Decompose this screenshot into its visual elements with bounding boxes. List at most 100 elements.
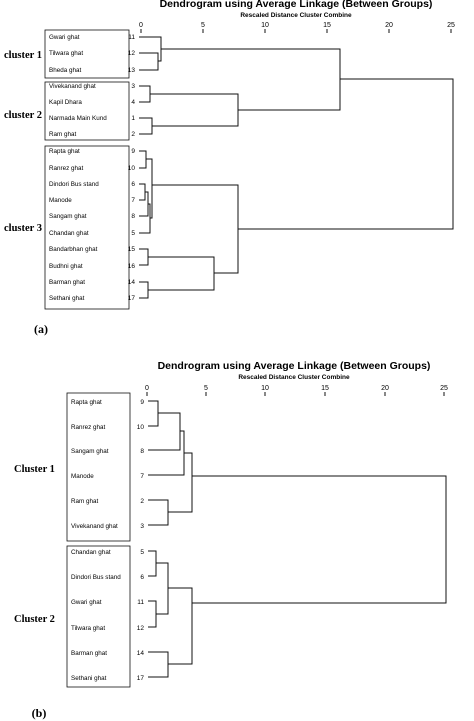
cluster-box — [66, 392, 131, 542]
leaf-label: Manode — [49, 197, 72, 204]
panel-a-leaves: Gwari ghat 11 Tilwara ghat 12 Bheda ghat… — [49, 34, 135, 302]
leaf-label: Narmada Main Kund — [49, 115, 107, 122]
leaf-label: Ram ghat — [49, 131, 77, 138]
tick-label: 15 — [323, 22, 331, 29]
leaf-id: 5 — [131, 230, 135, 237]
leaf-id: 10 — [137, 424, 145, 431]
leaf-id: 4 — [131, 99, 135, 106]
cluster-label: cluster 2 — [4, 110, 42, 121]
leaf-label: Ram ghat — [71, 498, 99, 505]
leaf-id: 14 — [128, 279, 136, 286]
cluster-box — [66, 545, 131, 688]
leaf-label: Kapil Dhara — [49, 99, 82, 106]
dendrogram-link — [168, 587, 193, 665]
leaf-id: 9 — [140, 399, 144, 406]
leaf-id: 6 — [140, 574, 144, 581]
leaf-id: 8 — [131, 213, 135, 220]
dendrogram-link — [148, 651, 169, 678]
leaf-label: Dindori Bus stand — [49, 181, 99, 188]
leaf-id: 11 — [128, 34, 135, 41]
leaf-label: Rapta ghat — [49, 148, 80, 155]
leaf-id: 14 — [137, 650, 145, 657]
panel-a-axis-ticks: 0 5 10 15 20 25 — [139, 22, 455, 33]
leaf-label: Sangam ghat — [71, 448, 109, 455]
dendrogram-link — [139, 191, 149, 217]
dendrogram-link — [148, 550, 157, 577]
leaf-label: Dindori Bus stand — [71, 574, 121, 581]
leaf-id: 11 — [137, 599, 144, 606]
dendrogram-link — [152, 184, 239, 274]
cluster-label: cluster 3 — [4, 223, 42, 234]
tick-label: 20 — [381, 385, 389, 392]
dendrogram-link — [148, 430, 185, 476]
leaf-id: 12 — [137, 625, 145, 632]
leaf-label: Rapta ghat — [71, 399, 102, 406]
leaf-label: Budhni ghat — [49, 263, 83, 270]
leaf-label: Sethani ghat — [49, 295, 85, 302]
leaf-id: 9 — [131, 148, 135, 155]
leaf-id: 3 — [140, 523, 144, 530]
leaf-label: Manode — [71, 473, 94, 480]
cluster-label: cluster 1 — [4, 50, 42, 61]
leaf-id: 13 — [128, 67, 136, 74]
cluster-label: Cluster 1 — [14, 464, 55, 475]
cluster-box — [44, 145, 130, 310]
leaf-id: 16 — [128, 263, 136, 270]
dendrogram-link — [148, 600, 157, 628]
panel-b-leaves: Rapta ghat 9 Ranrez ghat 10 Sangam ghat … — [71, 399, 144, 682]
leaf-id: 6 — [131, 181, 135, 188]
dendrogram-link — [238, 78, 454, 230]
panel-a-label: (a) — [34, 322, 48, 336]
leaf-id: 17 — [128, 295, 136, 302]
leaf-label: Barman ghat — [71, 650, 107, 657]
dendrogram-link — [146, 158, 153, 219]
dendrogram-link — [139, 281, 149, 299]
panel-a-links — [139, 36, 454, 299]
dendrogram-link — [148, 499, 169, 526]
leaf-label: Chandan ghat — [49, 230, 89, 237]
cluster-box — [44, 81, 130, 141]
leaf-label: Ranrez ghat — [49, 165, 84, 172]
leaf-label: Vivekanand ghat — [71, 523, 118, 530]
leaf-label: Tilwara ghat — [71, 625, 105, 632]
panel-b: Dendrogram using Average Linkage (Betwee… — [14, 360, 448, 720]
leaf-id: 17 — [137, 675, 145, 682]
leaf-id: 8 — [140, 448, 144, 455]
leaf-label: Barman ghat — [49, 279, 85, 286]
tick-label: 15 — [321, 385, 329, 392]
panel-a-subtitle: Rescaled Distance Cluster Combine — [240, 12, 352, 19]
leaf-id: 15 — [128, 246, 136, 253]
leaf-label: Sethani ghat — [71, 675, 107, 682]
tick-label: 5 — [201, 22, 205, 29]
leaf-label: Gwari ghat — [49, 34, 80, 41]
tick-label: 0 — [139, 22, 143, 29]
leaf-label: Bandarbhan ghat — [49, 246, 98, 253]
tick-label: 10 — [261, 22, 269, 29]
dendrogram-link — [148, 256, 215, 291]
tick-label: 20 — [385, 22, 393, 29]
panel-b-label: (b) — [32, 706, 47, 720]
dendrogram-link — [148, 400, 159, 427]
panel-b-subtitle: Rescaled Distance Cluster Combine — [238, 374, 350, 381]
leaf-id: 2 — [140, 498, 144, 505]
cluster-label: Cluster 2 — [14, 614, 55, 625]
dendrogram-link — [161, 48, 341, 111]
leaf-label: Vivekanand ghat — [49, 83, 96, 90]
tick-label: 10 — [261, 385, 269, 392]
leaf-label: Bheda ghat — [49, 67, 81, 74]
cluster-box — [44, 29, 130, 79]
panel-a-title: Dendrogram using Average Linkage (Betwee… — [160, 0, 433, 10]
dendrogram-link — [156, 562, 169, 615]
leaf-id: 1 — [131, 115, 135, 122]
leaf-label: Tilwara ghat — [49, 50, 83, 57]
dendrogram-link — [168, 452, 193, 513]
tick-label: 0 — [145, 385, 149, 392]
leaf-id: 7 — [140, 473, 144, 480]
leaf-id: 12 — [128, 50, 136, 57]
dendrogram-link — [139, 248, 149, 266]
tick-label: 25 — [440, 385, 448, 392]
tick-label: 5 — [204, 385, 208, 392]
tick-label: 25 — [447, 22, 455, 29]
panel-b-title: Dendrogram using Average Linkage (Betwee… — [158, 360, 431, 372]
